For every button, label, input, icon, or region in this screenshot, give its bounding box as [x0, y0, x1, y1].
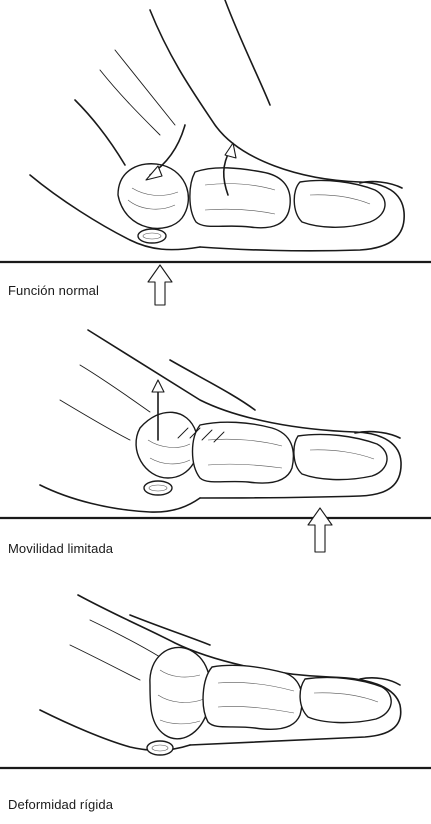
caption-rigid-deformity: Deformidad rígida	[8, 797, 113, 812]
foot-illustration-normal	[0, 0, 431, 320]
foot-illustration-rigid	[0, 575, 431, 824]
panel-rigid-deformity: Deformidad rígida	[0, 575, 431, 824]
foot-illustration-limited	[0, 320, 431, 575]
panel-limited-mobility: Movilidad limitada	[0, 320, 431, 575]
caption-limited-mobility: Movilidad limitada	[8, 541, 113, 556]
ground-force-arrow	[308, 508, 332, 552]
ground-force-arrow	[148, 265, 172, 305]
panel-normal-function: Función normal	[0, 0, 431, 320]
caption-normal-function: Función normal	[8, 283, 99, 298]
